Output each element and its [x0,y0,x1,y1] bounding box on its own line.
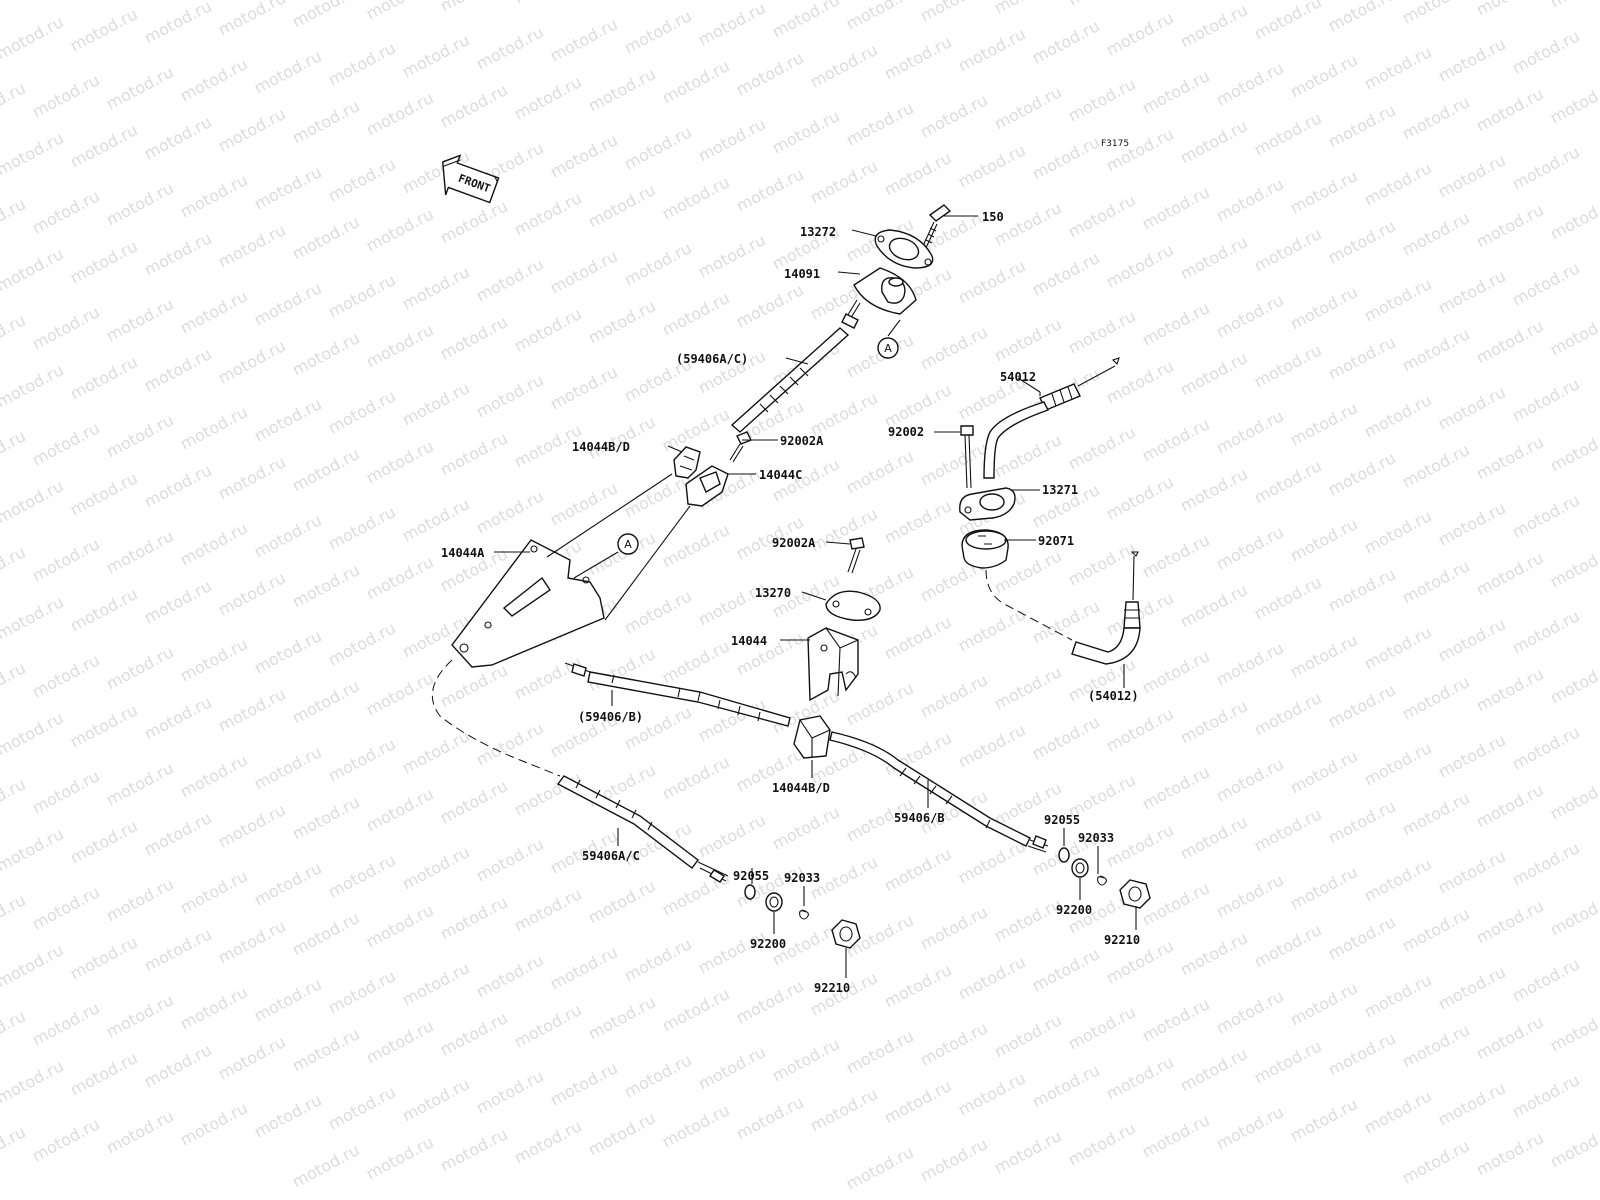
label-54012-paren: (54012) [1088,689,1139,703]
cable-59406b-right [829,731,1049,853]
washer-92200-left [765,892,783,912]
ref-circle-a-bracket: A [573,533,639,579]
nut-92210-right [1119,879,1151,909]
plate-13271 [959,487,1016,521]
label-92002: 92002 [888,425,924,439]
ref-circle-a-top: A [877,319,901,359]
label-92033-right: 92033 [1078,831,1114,845]
bracket-plate-14044a [451,539,605,668]
leader-clamp-to-bracket [546,473,673,558]
label-14044: 14044 [731,634,767,648]
clamp-14044bd-top [673,446,701,479]
nut-92210-left [831,919,861,949]
o-ring-92055-right [1058,847,1070,863]
label-14044bd-top: 14044B/D [572,440,630,454]
leader-lines [494,215,1137,978]
label-92055-left: 92055 [733,869,769,883]
bolt-92002a-top [729,431,752,463]
svg-text:A: A [884,342,892,355]
label-150: 150 [982,210,1004,224]
bolt-92002 [960,425,974,489]
label-13270: 13270 [755,586,791,600]
label-59406b: 59406/B [894,811,945,825]
label-92200-left: 92200 [750,937,786,951]
label-92071: 92071 [1038,534,1074,548]
dashed-link-bracket-to-cable [431,659,561,777]
label-92210-left: 92210 [814,981,850,995]
figure-code: F3175 [1101,139,1129,149]
label-92055-right: 92055 [1044,813,1080,827]
label-54012: 54012 [1000,370,1036,384]
choke-cable-54012 [983,357,1120,479]
choke-cable-lower-54012 [1071,551,1141,665]
clamp-14044c [685,465,729,507]
dashed-link-cap-to-cable [985,569,1073,641]
label-59406ac: 59406A/C [582,849,640,863]
label-13272: 13272 [800,225,836,239]
label-92210-right: 92210 [1104,933,1140,947]
cap-92071 [961,529,1009,569]
gasket-13270 [825,590,881,621]
label-14044bd-bottom: 14044B/D [772,781,830,795]
o-ring-92055-left [744,884,756,900]
svg-text:A: A [624,538,632,551]
label-59406ac-paren: (59406A/C) [676,352,748,366]
label-92033-left: 92033 [784,871,820,885]
cable-59406b-left [564,662,791,727]
seal-plate-14091 [853,267,917,315]
front-direction-arrow: FRONT [442,154,500,204]
clip-92033-right [1097,875,1107,886]
lower-cable-59406ac [556,775,729,883]
label-14044a: 14044A [441,546,485,560]
upper-cable-59406ac [730,299,861,433]
leader-clamp-to-bracket-2 [604,505,691,621]
washer-92200-right [1071,858,1089,878]
clamp-14044bd-bottom [793,715,831,759]
bolt-150 [921,204,952,251]
label-92002a-mid: 92002A [772,536,816,550]
label-92200-right: 92200 [1056,903,1092,917]
label-59406b-paren: (59406/B) [578,710,643,724]
bracket-14044 [807,627,859,702]
gasket-13272 [874,229,934,269]
label-13271: 13271 [1042,483,1078,497]
label-14044c: 14044C [759,468,802,482]
bolt-92002a-mid [847,537,865,574]
label-14091: 14091 [784,267,820,281]
label-92002a-top: 92002A [780,434,824,448]
clip-92033-left [799,909,809,920]
